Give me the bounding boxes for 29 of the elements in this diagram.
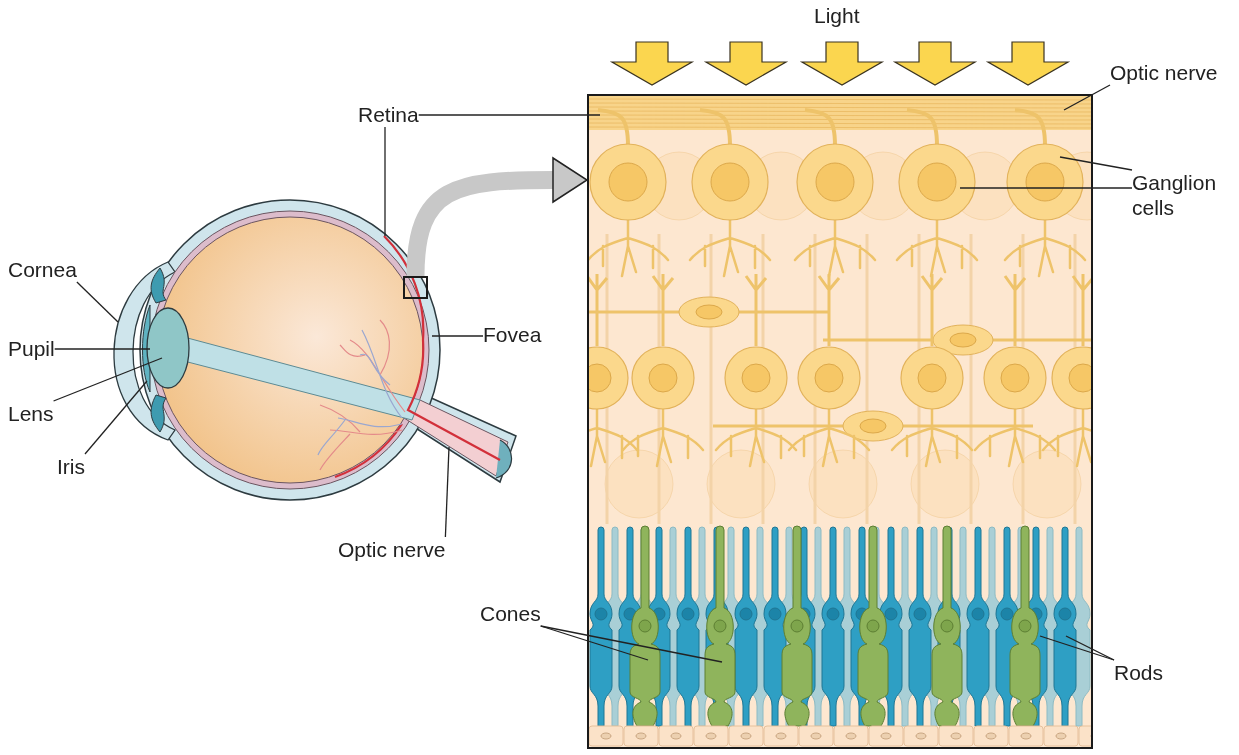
leader-line — [84, 380, 148, 455]
part-label: Ganglion cells — [1132, 170, 1239, 220]
part-label: Lens — [8, 401, 54, 426]
leader-line — [540, 625, 649, 661]
leader-line — [444, 446, 450, 538]
zoom-square — [403, 276, 428, 299]
part-label: Pupil — [8, 336, 55, 361]
part-label: Iris — [57, 454, 85, 479]
leader-line — [1065, 635, 1115, 661]
part-label: Rods — [1114, 660, 1164, 685]
leader-line — [418, 114, 601, 116]
leader-line — [54, 348, 151, 350]
leader-line — [959, 187, 1133, 189]
leader-line — [1063, 84, 1111, 111]
zoom-arrow — [406, 157, 588, 277]
leader-line — [1039, 635, 1115, 661]
part-label: Cornea — [8, 257, 77, 282]
part-label: Optic nerve — [1110, 60, 1218, 85]
part-label: Cones — [480, 601, 541, 626]
leader-line — [384, 126, 386, 237]
leader-line — [431, 335, 484, 337]
leader-line — [52, 357, 163, 402]
part-label: Fovea — [483, 322, 542, 347]
leader-line — [76, 281, 119, 323]
leader-line — [540, 625, 723, 663]
light-label: Light — [814, 3, 860, 28]
part-label: Retina — [358, 102, 419, 127]
leader-line — [1059, 156, 1133, 171]
part-label: Optic nerve — [338, 537, 446, 562]
